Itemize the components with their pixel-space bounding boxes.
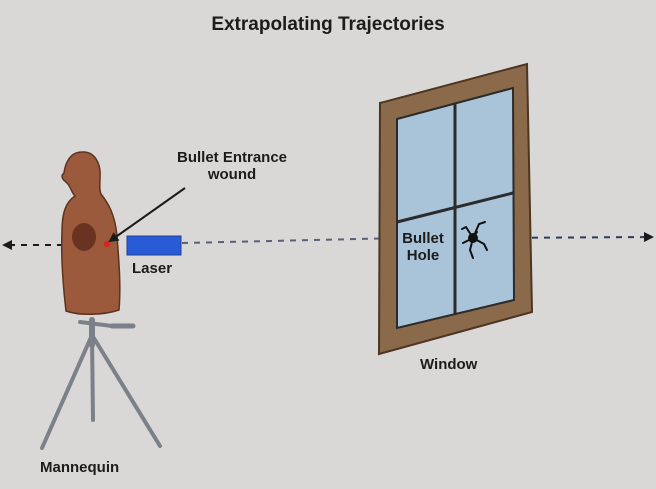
mannequin-label: Mannequin [40,459,120,476]
trajectory-segment-laser-to-window [181,237,403,244]
laser-dot [104,241,110,247]
tripod [40,317,162,450]
diagram-title: Extrapolating Trajectories [211,14,445,35]
window [377,62,534,356]
entrance-wound [72,223,96,251]
bullet-hole-crack [461,221,488,259]
mannequin [61,151,121,315]
bullet-hole-label: Bullet Hole [400,230,446,265]
entrance-wound-label: Bullet Entrance wound [152,149,312,184]
entrance-wound-label-text: Bullet Entrance wound [176,149,288,184]
window-mullion-horizontal [396,191,514,224]
entrance-wound-pointer [108,187,186,243]
laser-device [126,235,182,256]
bullet-hole-label-text: Bullet Hole [402,230,444,265]
laser-label: Laser [132,260,173,277]
window-label: Window [420,356,478,373]
